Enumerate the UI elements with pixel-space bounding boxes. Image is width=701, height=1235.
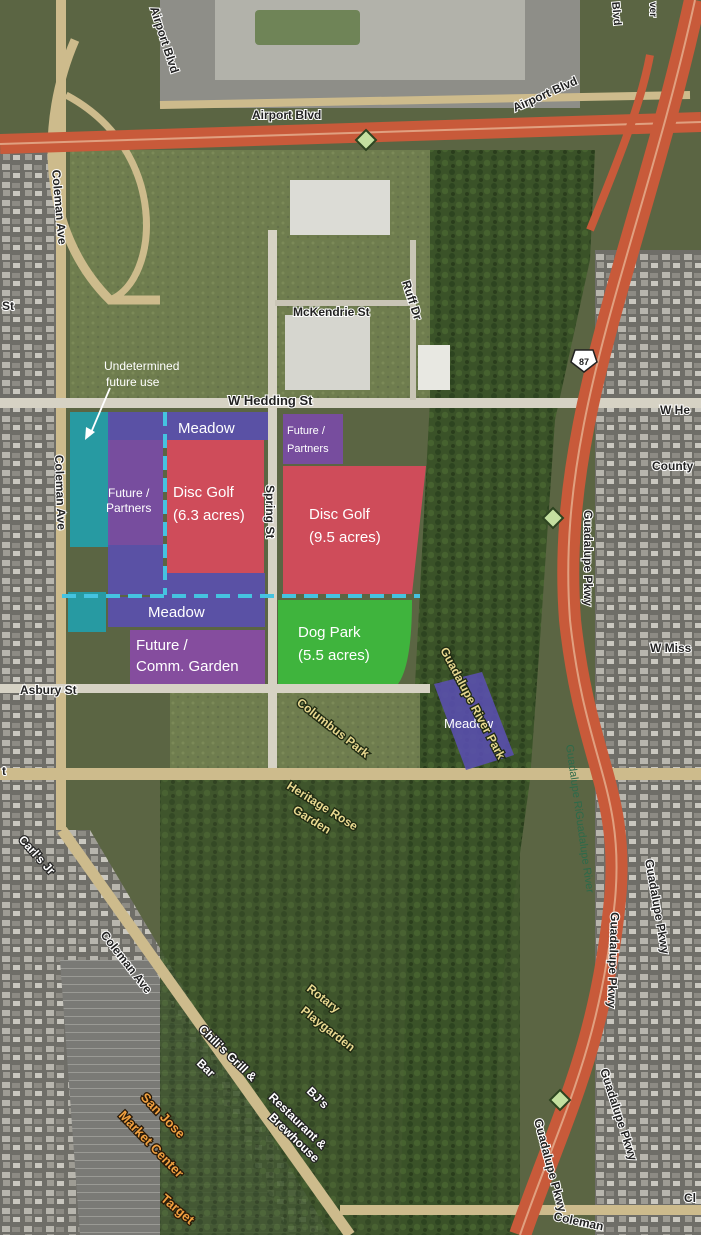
street-label-st: St bbox=[2, 299, 14, 313]
street-label-w-miss: W Miss bbox=[650, 641, 692, 655]
street-label-mckendrie-st: McKendrie St bbox=[293, 305, 370, 319]
south-park-vegetation bbox=[160, 780, 520, 1235]
zone-disc-golf-east[interactable] bbox=[283, 466, 426, 594]
zone-label-future-partners-left-2: Partners bbox=[106, 501, 151, 515]
street-label-blvd: Blvd bbox=[609, 1, 623, 26]
road-airport-blvd-north bbox=[159, 91, 691, 109]
zone-label-future-partners-left-1: Future / bbox=[108, 486, 150, 500]
zone-meadow-top[interactable] bbox=[108, 412, 268, 440]
road-w-hedding-st bbox=[0, 398, 701, 408]
zone-label-disc-golf-east-2: (9.5 acres) bbox=[309, 529, 381, 546]
highway-shield-icon bbox=[548, 1088, 572, 1112]
zone-label-disc-golf-west-1: Disc Golf bbox=[173, 484, 235, 501]
zone-label-disc-golf-east-1: Disc Golf bbox=[309, 506, 371, 523]
zone-future-partners-left[interactable] bbox=[108, 440, 163, 545]
zones-layer bbox=[62, 412, 514, 770]
zone-label-future-garden-2: Comm. Garden bbox=[136, 658, 239, 675]
road-asbury-st bbox=[0, 684, 430, 693]
street-label-county: County bbox=[652, 459, 694, 473]
urban-east bbox=[595, 250, 701, 1235]
highway-shield-icon bbox=[541, 506, 565, 530]
road-coleman-ave bbox=[56, 0, 66, 830]
undetermined-arrow-icon bbox=[89, 387, 111, 436]
columbus-park-area bbox=[170, 690, 420, 780]
road-airport-ramp bbox=[64, 91, 150, 304]
warehouse-mckendrie bbox=[285, 315, 370, 390]
airport-terminal bbox=[255, 10, 360, 45]
street-label-spring-st: Spring St bbox=[263, 485, 277, 538]
building-ruff bbox=[418, 345, 450, 390]
zone-dog-park[interactable] bbox=[278, 600, 412, 684]
zone-future-comm-garden[interactable] bbox=[130, 630, 265, 684]
road-mckendrie-st bbox=[275, 300, 415, 306]
road-coleman-ave-diagonal bbox=[57, 826, 355, 1235]
zone-meadow-river[interactable] bbox=[434, 672, 514, 770]
zone-label-dog-park-2: (5.5 acres) bbox=[298, 647, 370, 664]
zone-disc-golf-west[interactable] bbox=[167, 440, 264, 573]
zone-label-dog-park-1: Dog Park bbox=[298, 624, 361, 641]
freeway-guadalupe-divider bbox=[519, 0, 696, 1235]
street-label-asbury-st: Asbury St bbox=[20, 683, 77, 697]
street-label-coleman-ave-mid: Coleman Ave bbox=[52, 455, 69, 531]
street-label-w-he: W He bbox=[660, 403, 690, 417]
zone-label-meadow-top: Meadow bbox=[178, 420, 235, 437]
zone-label-meadow-river: Meadow bbox=[444, 716, 494, 731]
street-label-guadalupe-pkwy-1: Guadalupe Pkwy bbox=[581, 510, 595, 606]
road-airport-loop bbox=[47, 38, 160, 305]
zone-label-future-garden-1: Future / bbox=[136, 637, 189, 654]
street-label-ver: ver bbox=[647, 2, 658, 17]
zone-label-undetermined-line2: future use bbox=[106, 375, 160, 389]
street-label-t: t bbox=[2, 764, 6, 778]
zone-undetermined-future-use-south[interactable] bbox=[68, 592, 106, 632]
zone-label-future-partners-right-1: Future / bbox=[287, 425, 326, 437]
zone-label-meadow-middle: Meadow bbox=[148, 604, 205, 621]
street-label-guadalupe-pkwy-2: Guadalupe Pkwy bbox=[605, 912, 622, 1009]
road-ruff-dr bbox=[410, 240, 416, 400]
route-87-shield-icon bbox=[570, 349, 598, 373]
road-crosstown bbox=[0, 768, 701, 780]
warehouse-north bbox=[290, 180, 390, 235]
undetermined-arrowhead-icon bbox=[85, 427, 95, 440]
street-label-w-hedding-st: W Hedding St bbox=[228, 393, 313, 408]
highway-shield-icon bbox=[354, 128, 378, 152]
zone-meadow-strip-left[interactable] bbox=[108, 545, 163, 595]
zone-meadow-middle[interactable] bbox=[108, 597, 265, 627]
place-label-cl: Cl bbox=[684, 1191, 696, 1205]
zone-label-future-partners-right-2: Partners bbox=[287, 443, 329, 455]
freeway-east-west-divider bbox=[0, 121, 701, 145]
zone-label-disc-golf-west-2: (6.3 acres) bbox=[173, 507, 245, 524]
freeway-ramp-east bbox=[586, 54, 654, 232]
route-87-label: 87 bbox=[579, 357, 589, 367]
street-label-airport-blvd-bottom: Airport Blvd bbox=[252, 108, 321, 122]
zone-future-partners-right[interactable] bbox=[283, 414, 343, 464]
zone-meadow-middle-top[interactable] bbox=[163, 573, 265, 597]
zone-label-undetermined-line1: Undetermined bbox=[104, 359, 179, 373]
road-spring-st bbox=[268, 230, 277, 770]
